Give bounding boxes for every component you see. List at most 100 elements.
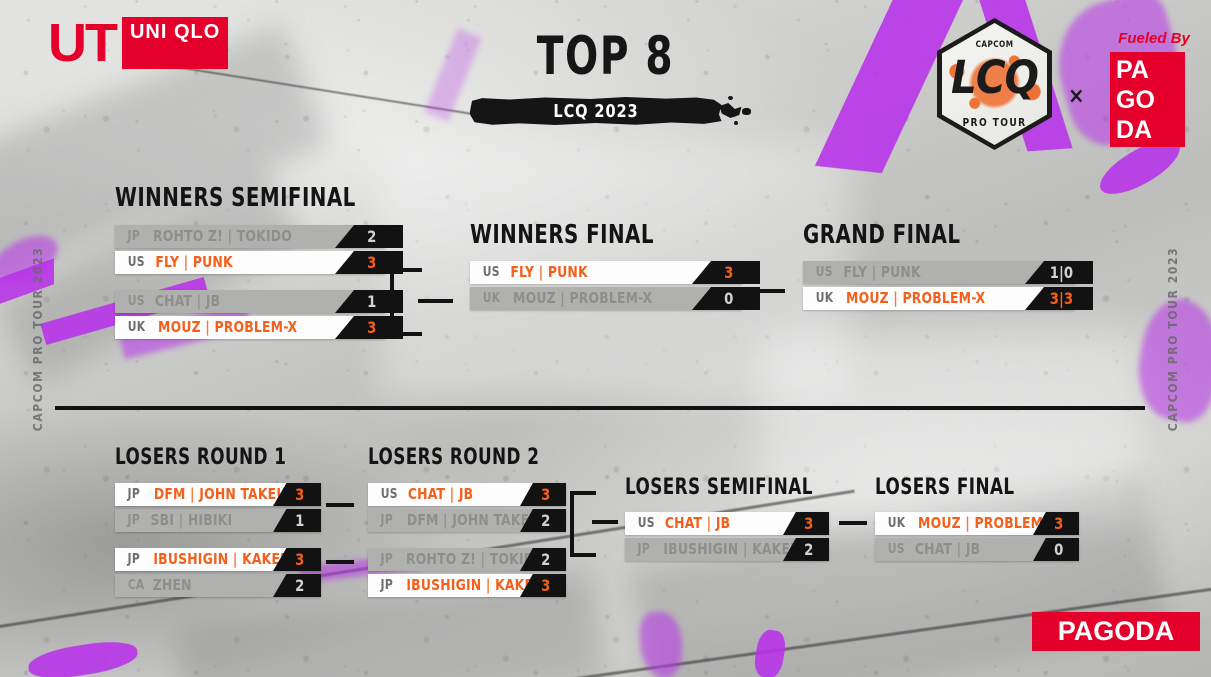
country-code: US [637, 516, 655, 531]
bracket-connector [390, 332, 422, 336]
team-names: UK MOUZ | PROBLEM-X [887, 512, 1063, 535]
uniqlo-ut-text: UT [48, 13, 118, 73]
score-box: 0 [1033, 538, 1079, 561]
score-value: 2 [541, 511, 551, 530]
lcq-pro-tour-logo: CAPCOM LCQ PRO TOUR [937, 18, 1052, 150]
score-value: 3 [804, 514, 814, 533]
row-background [368, 574, 566, 597]
score-value: 2 [295, 576, 305, 595]
score-value: 3 [295, 550, 305, 569]
lcq-wordmark: LCQ [951, 51, 1039, 104]
header-bar: UT UNI QLO TOP 8 LCQ 2023 CAPCOM LCQ PRO… [0, 0, 1211, 175]
match-row-loser[interactable]: US CHAT | JB 1 [115, 290, 403, 313]
capcom-wordmark: CAPCOM [975, 40, 1014, 50]
team-player-name: MOUZ | PROBLEM-X [513, 289, 653, 307]
score-box: 1 [335, 290, 403, 313]
row-background [803, 287, 1075, 310]
country-code: UK [815, 291, 834, 306]
bracket-connector [326, 560, 354, 564]
team-player-name: CHAT | JB [407, 485, 473, 503]
score-box: 2 [520, 509, 566, 532]
score-value: 2 [804, 540, 814, 559]
bracket-connector [390, 268, 422, 272]
bracket-connector [839, 521, 867, 525]
bracket-connector [570, 553, 596, 557]
row-background [625, 512, 829, 535]
country-code: US [380, 487, 398, 502]
score-value: 3 [541, 576, 551, 595]
row-background [368, 509, 566, 532]
country-code: JP [637, 542, 650, 557]
country-code: UK [482, 291, 501, 306]
score-box: 3 [273, 483, 321, 506]
round-title: LOSERS ROUND 2 [368, 445, 540, 470]
bracket-connector [570, 491, 596, 495]
country-code: US [127, 255, 145, 270]
country-code: JP [127, 487, 140, 502]
subtitle-text: LCQ 2023 [552, 100, 639, 122]
page-title: TOP 8 [536, 26, 675, 87]
uniqlo-logo: UT UNI QLO [48, 13, 229, 73]
subtitle-brush: LCQ 2023 [469, 94, 751, 128]
score-box: 3 [335, 251, 403, 274]
country-code: UK [887, 516, 906, 531]
country-code: US [127, 294, 145, 309]
orange-splatter-icon [945, 54, 1044, 112]
row-background [115, 574, 321, 597]
row-background [368, 483, 566, 506]
row-background [470, 261, 742, 284]
country-code: UK [127, 320, 146, 335]
score-value: 3 [367, 318, 377, 337]
team-player-name: CHAT | JB [154, 292, 220, 310]
team-player-name: MOUZ | PROBLEM-X [918, 514, 1058, 532]
country-code: JP [127, 552, 140, 567]
country-code: JP [380, 552, 393, 567]
round-title: LOSERS SEMIFINAL [625, 475, 813, 500]
score-box: 1 [273, 509, 321, 532]
protour-wordmark: PRO TOUR [962, 116, 1027, 129]
score-box: 2 [520, 548, 566, 571]
score-box: 3 [273, 548, 321, 571]
match-row-winner[interactable]: UK MOUZ | PROBLEM-X 3 [115, 316, 403, 339]
uniqlo-box: UNI QLO [121, 17, 229, 69]
brush-fleck [727, 96, 733, 100]
row-background [115, 483, 321, 506]
row-background [115, 316, 385, 339]
pagoda-line1: PA [1116, 56, 1149, 84]
score-value: 1 [367, 292, 377, 311]
row-background [368, 548, 566, 571]
row-background [115, 225, 385, 248]
team-player-name: CHAT | JB [914, 540, 980, 558]
match-spacer [368, 535, 570, 548]
purple-splash [640, 612, 682, 677]
team-player-name: MOUZ | PROBLEM-X [158, 318, 298, 336]
score-box: 1|0 [1025, 261, 1093, 284]
